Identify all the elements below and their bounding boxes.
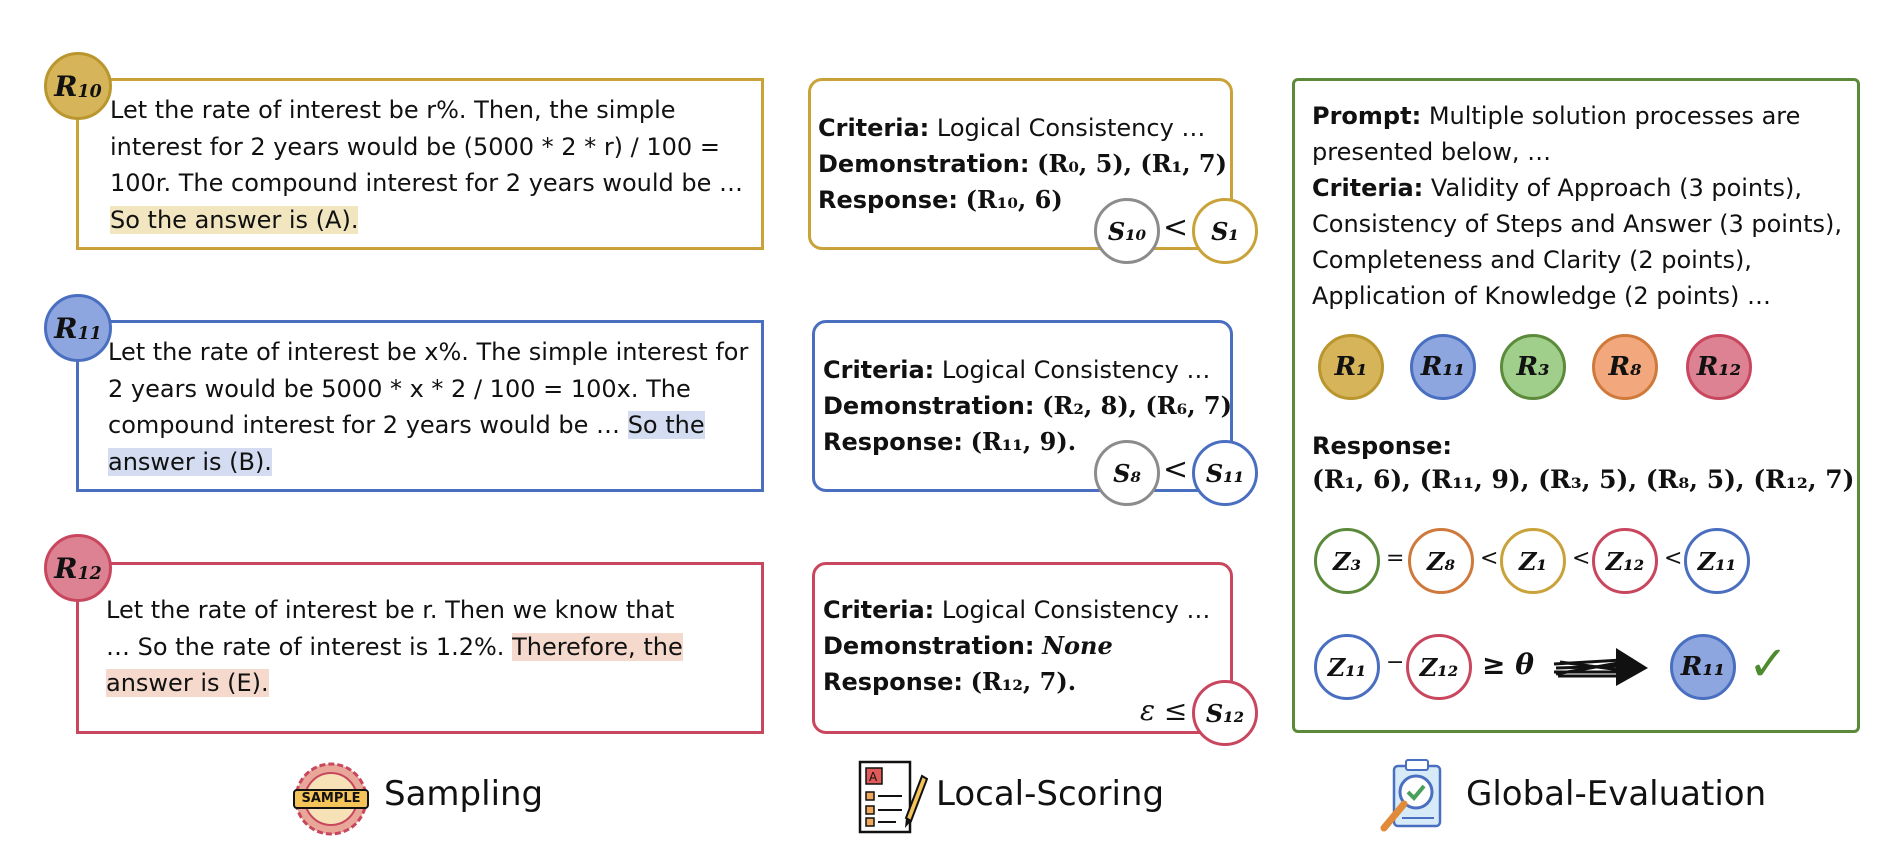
score-box-3 [812,562,1233,734]
score-box-3-response: Response: (R₁₂, 7). [823,667,1077,696]
sample-text-r11-body: Let the rate of interest be x%. The simp… [108,338,749,439]
score-box-2-response: Response: (R₁₁, 9). [823,427,1077,456]
final-z11: Z₁₁ [1314,634,1380,700]
score-op-2: < [1163,452,1189,487]
score-box-3-demonstration: Demonstration: None [823,631,1113,660]
global-response-values: (R₁, 6), (R₁₁, 9), (R₃, 5), (R₈, 5), (R₁… [1312,465,1855,494]
rank-z11: Z₁₁ [1684,528,1750,594]
final-minus: − [1386,650,1405,675]
check-icon: ✓ [1748,636,1789,692]
score-box-2-demonstration: Demonstration: (R₂, 8), (R₆, 7) [823,391,1232,420]
rank-op-4: < [1664,546,1683,571]
global-prompt-line2: presented below, … [1312,138,1552,166]
score-box-1 [808,78,1233,250]
score-box-1-response: Response: (R₁₀, 6) [818,185,1063,214]
magnifier-clipboard-icon [1378,756,1450,838]
footer-global-evaluation: Global-Evaluation [1466,774,1767,814]
score-box-3-criteria: Criteria: Logical Consistency … [823,596,1211,624]
global-response-r12: R₁₂ [1686,334,1752,400]
sample-text-r10-body: Let the rate of interest be r%. Then, th… [110,96,744,197]
sample-text-r12: Let the rate of interest be r. Then we k… [106,592,686,702]
global-response-label: Response: [1312,432,1452,460]
score-circle-s11: S₁₁ [1192,440,1258,506]
sample-badge-icon: SAMPLE [292,760,370,838]
global-response-r8: R₈ [1592,334,1658,400]
score-box-2-criteria: Criteria: Logical Consistency … [823,356,1211,384]
final-z12: Z₁₂ [1406,634,1472,700]
global-criteria-line3: Completeness and Clarity (2 points), [1312,246,1752,274]
global-criteria-line2: Consistency of Steps and Answer (3 point… [1312,210,1843,238]
footer-local-scoring: Local-Scoring [936,774,1165,814]
rank-op-1: = [1386,546,1405,571]
sample-answer-r10: So the answer is (A). [110,205,359,234]
global-criteria-line1: Criteria: Validity of Approach (3 points… [1312,174,1803,202]
score-sheet-icon: A [856,756,929,836]
score-box-1-criteria: Criteria: Logical Consistency … [818,114,1206,142]
global-criteria-line4: Application of Knowledge (2 points) … [1312,282,1772,310]
score-op-1: < [1163,210,1189,245]
rank-z3: Z₃ [1314,528,1380,594]
final-r11: R₁₁ [1670,634,1736,700]
score-circle-s8: S₈ [1094,440,1160,506]
rank-op-3: < [1572,546,1591,571]
global-response-r1: R₁ [1318,334,1384,400]
sample-text-r11: Let the rate of interest be x%. The simp… [108,334,753,480]
global-response-r3: R₃ [1500,334,1566,400]
score-circle-s10: S₁₀ [1094,198,1160,264]
score-box-1-demonstration: Demonstration: (R₀, 5), (R₁, 7) [818,149,1227,178]
arrow-icon [1550,642,1650,692]
footer-sampling: Sampling [384,774,544,814]
global-prompt-line1: Prompt: Multiple solution processes are [1312,102,1801,130]
score-epsilon: ε ≤ [1140,694,1188,727]
rank-op-2: < [1480,546,1499,571]
rank-z8: Z₈ [1408,528,1474,594]
score-circle-s12: S₁₂ [1192,680,1258,746]
final-condition: ≥ θ [1482,648,1534,681]
score-box-2 [812,320,1233,492]
sample-badge-label: SAMPLE [301,791,361,806]
global-box [1292,78,1860,733]
rank-z1: Z₁ [1500,528,1566,594]
sample-text-r10: Let the rate of interest be r%. Then, th… [110,92,755,238]
score-circle-s1: S₁ [1192,198,1258,264]
rank-z12: Z₁₂ [1592,528,1658,594]
sample-text-r12-body: Let the rate of interest be r. Then we k… [106,596,675,661]
svg-text:A: A [869,770,878,784]
global-response-r11: R₁₁ [1410,334,1476,400]
